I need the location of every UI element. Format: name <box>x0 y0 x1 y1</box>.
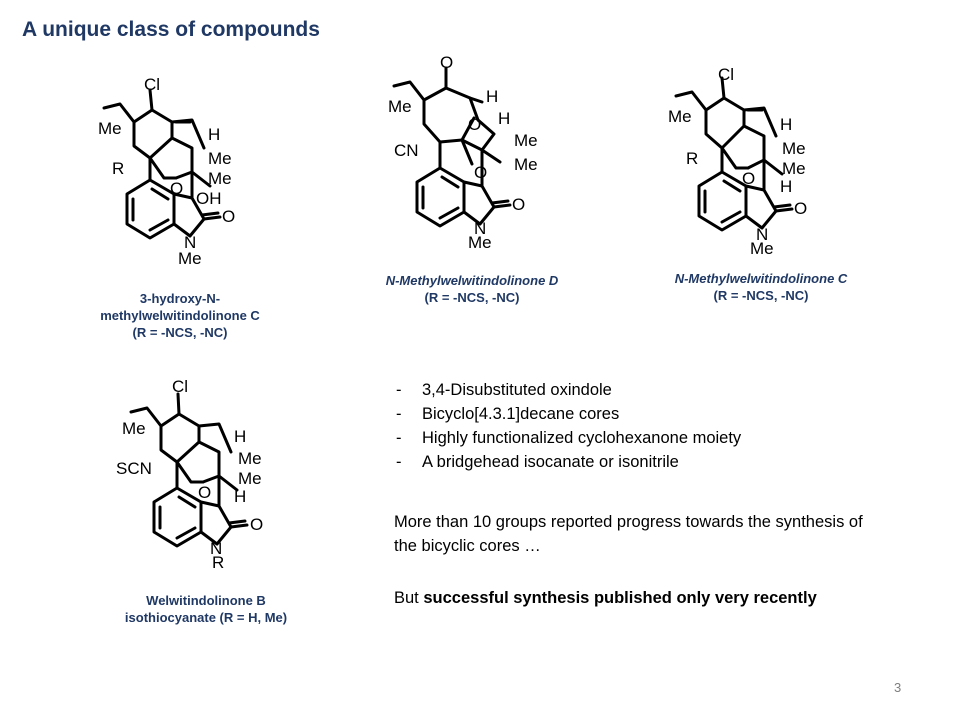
structure-4-label-r: R <box>212 553 224 569</box>
feature-item: - 3,4-Disubstituted oxindole <box>396 378 866 402</box>
structure-4-label-h: H <box>234 427 246 446</box>
structure-4-label-h-2: H <box>234 487 246 506</box>
bullet-dash: - <box>396 405 402 423</box>
structure-2-label-o-lactam: O <box>512 195 525 214</box>
structure-2-bonds <box>392 66 512 228</box>
structure-3-label-o-ketone: O <box>742 169 755 188</box>
structure-3-label-h: H <box>780 115 792 134</box>
bullet-dash: - <box>396 381 402 399</box>
slide-title: A unique class of compounds <box>22 18 320 41</box>
structure-1-caption-line-1: 3-hydroxy-N- <box>139 291 221 306</box>
structure-2-label-o-mid: O <box>474 163 487 182</box>
structure-1-label-r: R <box>112 159 124 178</box>
structure-1-label-oh: OH <box>196 189 222 208</box>
structure-2-label-me: Me <box>388 97 412 116</box>
structure-2-label-me-3: Me <box>514 155 538 174</box>
structure-4-caption: Welwitindolinone B isothiocyanate (R = H… <box>96 592 316 626</box>
structure-4: Cl Me H SCN Me Me O H O N R <box>112 374 282 569</box>
structure-3-label-me-2: Me <box>782 139 806 158</box>
conclusion-prefix: But <box>394 589 424 607</box>
structure-4-label-o-ketone: O <box>198 483 211 502</box>
conclusion-paragraph: But successful synthesis published only … <box>394 586 869 610</box>
bullet-dash: - <box>396 453 402 471</box>
structure-3-label-me-3: Me <box>782 159 806 178</box>
feature-item: - Highly functionalized cyclohexanone moi… <box>396 426 866 450</box>
feature-item-text: 3,4-Disubstituted oxindole <box>422 381 612 399</box>
structure-4-label-scn: SCN <box>116 459 152 478</box>
structure-3-label-o-lactam: O <box>794 199 807 218</box>
structure-4-label-me-3: Me <box>238 469 262 488</box>
structure-3-caption: N-Methylwelwitindolinone C (R = -NCS, -N… <box>648 270 874 304</box>
structure-3-bonds <box>674 76 794 232</box>
feature-list: - 3,4-Disubstituted oxindole - Bicyclo[4.3… <box>396 378 866 474</box>
structure-2-caption-line-1-text: N-Methylwelwitindolinone D <box>385 273 559 288</box>
structure-4-label-o-lactam: O <box>250 515 263 534</box>
structure-1-label-me-2: Me <box>208 149 232 168</box>
progress-paragraph: More than 10 groups reported progress to… <box>394 513 863 555</box>
structure-1-label-n-me: Me <box>178 249 202 266</box>
structure-2-label-n: N <box>474 219 486 238</box>
structure-3-label-n-me: Me <box>750 239 774 254</box>
feature-item-text: Highly functionalized cyclohexanone moie… <box>422 429 742 447</box>
structure-2-caption-line-2: (R = -NCS, -NC) <box>424 290 520 305</box>
structure-4-caption-line-2: isothiocyanate (R = H, Me) <box>124 610 288 625</box>
structure-3: Cl Me H R Me Me O H O N Me <box>664 64 834 254</box>
structure-3-caption-line-1: N-Methylwelwitindolinone C <box>648 270 874 287</box>
structure-1-label-me: Me <box>98 119 122 138</box>
structure-4-label-n: N <box>210 539 222 558</box>
structure-3-caption-line-2: (R = -NCS, -NC) <box>713 288 809 303</box>
structure-4-bonds <box>129 392 249 548</box>
structure-1-label-o-lactam: O <box>222 207 235 226</box>
structure-4-caption-line-1: Welwitindolinone B <box>146 593 266 608</box>
structure-1-label-me-3: Me <box>208 169 232 188</box>
structure-1: Cl Me H R Me Me O OH O N Me <box>92 76 262 266</box>
page-number: 3 <box>894 680 902 695</box>
structure-1-label-n: N <box>184 233 196 252</box>
structure-3-label-r: R <box>686 149 698 168</box>
feature-item: - Bicyclo[4.3.1]decane cores <box>396 402 866 426</box>
bullet-dash: - <box>396 429 402 447</box>
structure-4-label-cl: Cl <box>172 377 188 396</box>
conclusion-bold: successful synthesis published only very… <box>423 589 817 607</box>
structure-3-label-cl: Cl <box>718 65 734 84</box>
feature-item-text: A bridgehead isocanate or isonitrile <box>422 453 679 471</box>
structure-3-label-me: Me <box>668 107 692 126</box>
structure-2-caption-line-1: N-Methylwelwitindolinone D <box>362 272 582 289</box>
structure-1-caption: 3-hydroxy-N- methylwelwitindolinone C (R… <box>80 290 280 341</box>
structure-2-label-me-2: Me <box>514 131 538 150</box>
structure-3-label-n: N <box>756 225 768 244</box>
structure-1-label-o-ketone: O <box>170 179 183 198</box>
structure-2-label-o-top: O <box>440 54 453 72</box>
structure-2-caption: N-Methylwelwitindolinone D (R = -NCS, -N… <box>362 272 582 306</box>
feature-item-text: Bicyclo[4.3.1]decane cores <box>422 405 620 423</box>
structure-1-label-cl: Cl <box>144 76 160 94</box>
structure-1-caption-line-3: (R = -NCS, -NC) <box>132 325 228 340</box>
structure-1-label-h: H <box>208 125 220 144</box>
structure-2-label-h-2: H <box>498 109 510 128</box>
structure-2: O Me H O H Me CN O Me O N Me <box>382 54 552 249</box>
structure-3-label-h-2: H <box>780 177 792 196</box>
structure-1-caption-line-2: methylwelwitindolinone C <box>100 308 260 323</box>
structure-4-label-me: Me <box>122 419 146 438</box>
structure-1-bonds <box>102 88 222 240</box>
structure-4-label-me-2: Me <box>238 449 262 468</box>
structure-2-label-o-bridge: O <box>468 115 481 134</box>
structure-3-caption-line-1-text: N-Methylwelwitindolinone C <box>674 271 848 286</box>
structure-2-label-cn: CN <box>394 141 419 160</box>
feature-item: - A bridgehead isocanate or isonitrile <box>396 450 866 474</box>
structure-2-label-h: H <box>486 87 498 106</box>
structure-2-label-n-me: Me <box>468 233 492 249</box>
